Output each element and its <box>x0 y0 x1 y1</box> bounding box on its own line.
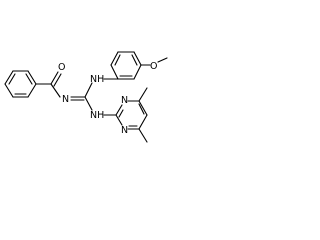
phenyl-inner-bond <box>8 73 16 85</box>
pyrimidine-methyl-bond <box>138 87 148 102</box>
guanidine-nh-bond <box>84 96 93 111</box>
pyrimidine-bond <box>115 104 123 116</box>
molecule-structure: O N NH NH O N N <box>4 51 168 143</box>
aryl-inner-bond <box>131 54 138 66</box>
methoxy-methyl-bond <box>157 57 168 63</box>
atom-label-pyrimidine-n1: N <box>121 95 128 106</box>
atom-label-carbonyl-o: O <box>58 62 65 73</box>
pyrimidine-bond <box>115 114 123 126</box>
phenyl-inner-bond <box>25 73 33 85</box>
atom-label-nh-pyrimidine: NH <box>90 110 104 121</box>
phenyl-bond <box>4 70 14 85</box>
aryl-bond <box>110 64 119 80</box>
phenyl-bond <box>4 83 14 98</box>
phenyl-bond <box>27 70 37 85</box>
atom-label-methoxy-o: O <box>150 61 157 72</box>
bonds <box>4 51 168 143</box>
atom-label-pyrimidine-n3: N <box>121 125 128 136</box>
guanidine-nh-bond <box>84 82 93 98</box>
aryl-bond <box>133 51 142 66</box>
pyrimidine-bond <box>138 100 148 116</box>
aryl-bond <box>110 51 119 66</box>
phenyl-bond <box>27 83 37 98</box>
pyrimidine-bond <box>138 114 148 130</box>
atom-label-nh-aryl: NH <box>90 74 104 85</box>
atom-labels: O N NH NH O N N <box>58 61 157 136</box>
aryl-inner-bond <box>114 54 121 66</box>
atom-label-imine-n: N <box>62 94 69 105</box>
pyrimidine-inner-bond <box>138 103 145 115</box>
carbonyl-double-bond <box>50 71 59 85</box>
pyrimidine-inner-bond <box>118 109 124 118</box>
carbonyl-imine-bond <box>50 83 61 98</box>
aryl-bond <box>133 64 142 80</box>
pyrimidine-methyl-bond <box>138 128 148 143</box>
carbonyl-double-bond <box>53 73 62 87</box>
